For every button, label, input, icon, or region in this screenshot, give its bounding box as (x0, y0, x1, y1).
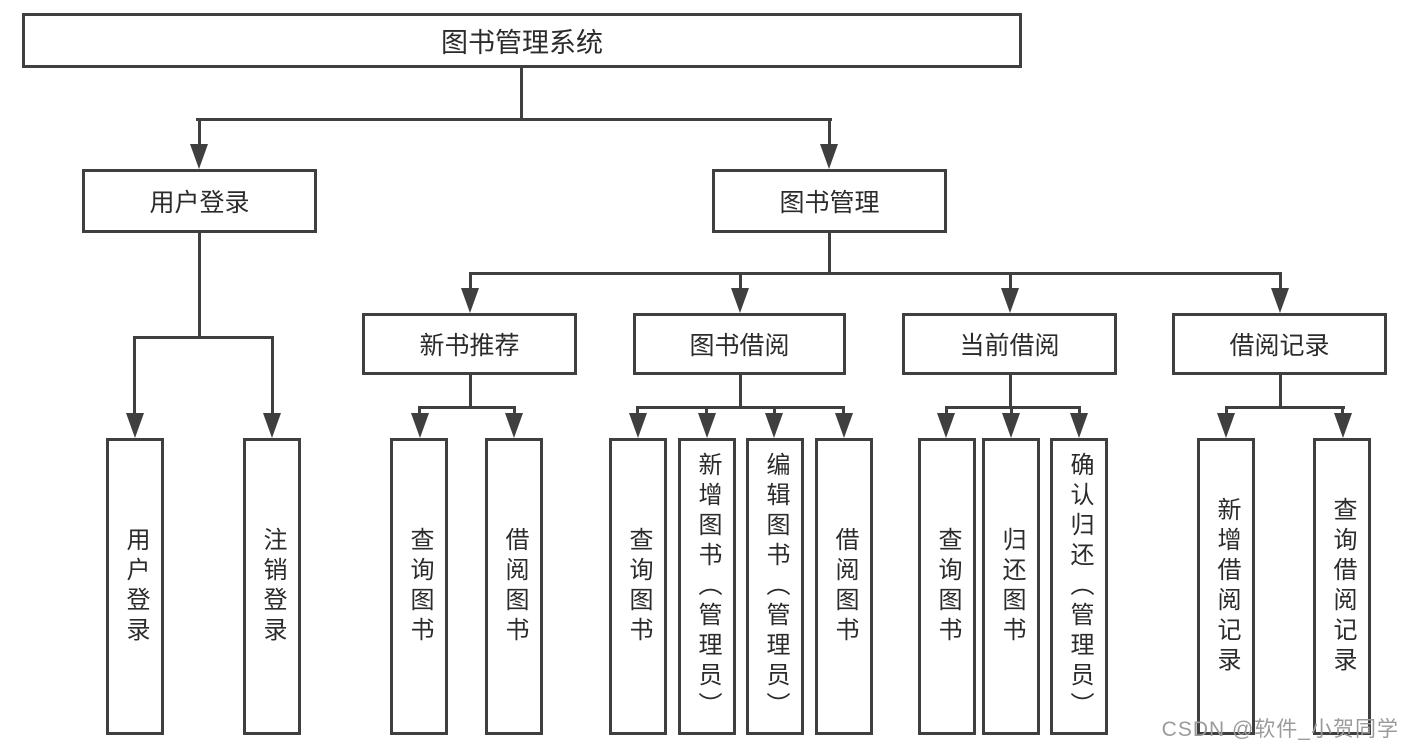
arrow-down-icon (1070, 413, 1088, 438)
connector-line (1077, 405, 1081, 417)
leaf-label: 归还图书 (998, 526, 1025, 647)
leaf-borrow-books: 借阅图书 (815, 438, 873, 735)
node-new-book-recommend: 新书推荐 (362, 313, 577, 375)
leaf-query-borrow-record: 查询借阅记录 (1313, 438, 1371, 735)
leaf-label: 注销登录 (259, 526, 286, 647)
leaf-label: 新增借阅记录 (1213, 496, 1240, 677)
connector-line (1224, 405, 1228, 417)
leaf-logout: 注销登录 (243, 438, 301, 735)
arrow-down-icon (1001, 288, 1019, 313)
node-book-management: 图书管理 (712, 169, 947, 233)
connector-line (468, 271, 1282, 275)
connector-line (944, 405, 1081, 409)
arrow-down-icon (410, 413, 429, 438)
connector-line (133, 335, 274, 339)
connector-line (1341, 405, 1344, 417)
connector-line (1008, 375, 1012, 408)
arrow-down-icon (1271, 288, 1289, 313)
leaf-label: 新增图书（管理员） (694, 451, 721, 722)
connector-line (1224, 405, 1345, 409)
arrow-down-icon (937, 413, 955, 438)
connector-line (1278, 375, 1282, 408)
node-label: 新书推荐 (419, 332, 520, 360)
arrow-down-icon (125, 413, 144, 438)
connector-line (827, 117, 831, 147)
arrow-down-icon (263, 413, 281, 438)
leaf-label: 查询图书 (406, 526, 433, 647)
leaf-add-borrow-record: 新增借阅记录 (1197, 438, 1255, 735)
arrow-down-icon (461, 288, 479, 313)
arrow-down-icon (820, 144, 838, 169)
arrow-down-icon (1333, 413, 1352, 438)
leaf-label: 查询借阅记录 (1329, 496, 1356, 677)
connector-line (738, 375, 742, 408)
connector-line (512, 405, 516, 417)
node-label: 图书管理系统 (441, 28, 603, 58)
node-label: 当前借阅 (959, 332, 1060, 360)
leaf-label: 查询图书 (934, 526, 961, 647)
leaf-return-books: 归还图书 (982, 438, 1040, 735)
connector-line (772, 405, 776, 417)
connector-line (1009, 405, 1013, 417)
connector-line (1008, 271, 1012, 292)
node-book-borrowing: 图书借阅 (633, 313, 846, 375)
arrow-down-icon (1002, 413, 1020, 438)
connector-line (468, 375, 472, 408)
connector-line (195, 117, 832, 121)
leaf-query-books-borrowing: 查询图书 (609, 438, 667, 735)
leaf-query-books-recommend: 查询图书 (390, 438, 448, 735)
leaf-label: 确认归还（管理员） (1066, 451, 1093, 722)
connector-line (468, 271, 472, 292)
connector-line (827, 233, 831, 274)
connector-line (418, 405, 516, 409)
leaf-borrow-books-recommend: 借阅图书 (485, 438, 543, 735)
arrow-down-icon (505, 413, 523, 438)
leaf-query-books-current: 查询图书 (918, 438, 976, 735)
csdn-watermark: CSDN @软件_小贺同学 (1161, 718, 1399, 741)
node-current-borrowing: 当前借阅 (902, 313, 1117, 375)
node-label: 图书借阅 (689, 332, 790, 360)
arrow-down-icon (731, 288, 749, 313)
arrow-down-icon (190, 144, 208, 169)
leaf-edit-books-admin: 编辑图书（管理员） (746, 438, 804, 735)
node-borrowing-records: 借阅记录 (1172, 313, 1387, 375)
node-label: 用户登录 (149, 189, 250, 217)
leaf-label: 编辑图书（管理员） (762, 451, 789, 722)
connector-line (133, 335, 136, 417)
arrow-down-icon (697, 413, 716, 438)
connector-line (1278, 271, 1282, 292)
leaf-label: 借阅图书 (831, 526, 858, 647)
node-label: 图书管理 (779, 189, 880, 217)
connector-line (636, 405, 639, 417)
node-library-system: 图书管理系统 (22, 13, 1022, 68)
connector-line (197, 117, 201, 147)
connector-line (738, 271, 742, 292)
leaf-user-login: 用户登录 (106, 438, 164, 735)
leaf-label: 用户登录 (122, 526, 149, 647)
connector-line (636, 405, 845, 409)
arrow-down-icon (834, 413, 853, 438)
arrow-down-icon (1217, 413, 1235, 438)
connector-line (197, 233, 201, 338)
connector-line (705, 405, 708, 417)
arrow-down-icon (765, 413, 783, 438)
arrow-down-icon (628, 413, 647, 438)
leaf-confirm-return-admin: 确认归还（管理员） (1050, 438, 1108, 735)
connector-line (944, 405, 948, 417)
node-label: 借阅记录 (1229, 332, 1330, 360)
connector-line (270, 335, 274, 417)
connector-line (842, 405, 845, 417)
leaf-add-books-admin: 新增图书（管理员） (678, 438, 736, 735)
connector-line (418, 405, 421, 417)
node-user-login: 用户登录 (82, 169, 317, 233)
connector-line (519, 68, 523, 119)
leaf-label: 查询图书 (625, 526, 652, 647)
leaf-label: 借阅图书 (501, 526, 528, 647)
